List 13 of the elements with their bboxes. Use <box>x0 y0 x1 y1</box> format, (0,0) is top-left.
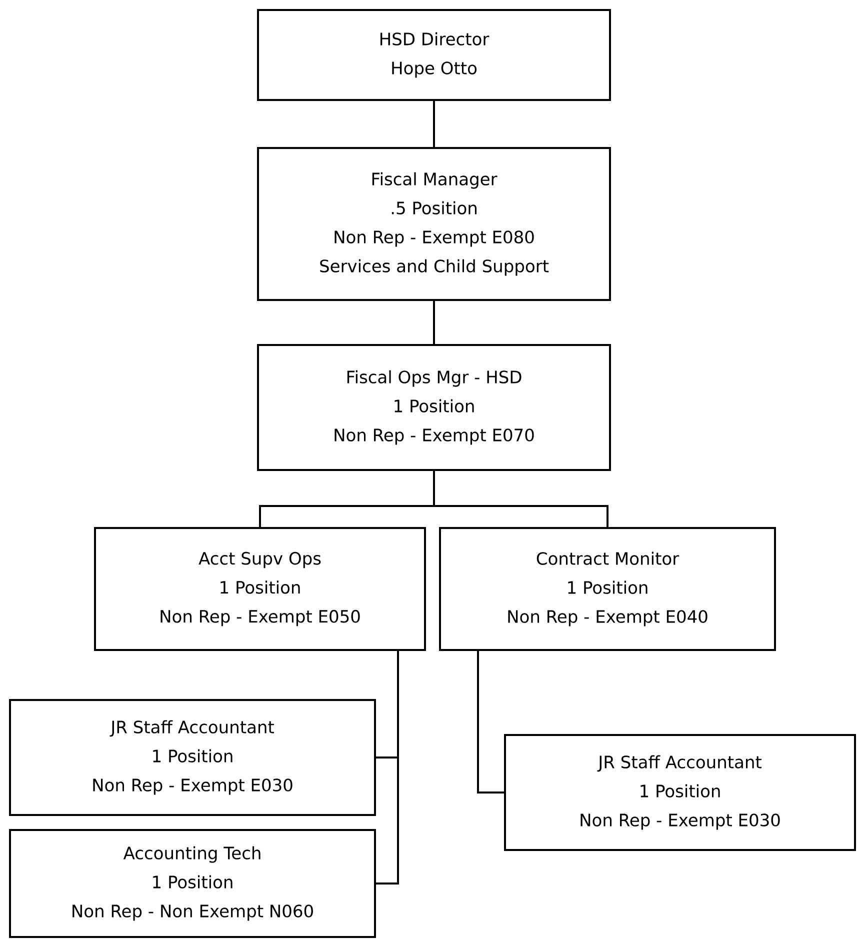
position-box: Contract Monitor 1 Position Non Rep - Exempt E040 <box>439 527 776 651</box>
position-box: Accounting Tech 1 Position Non Rep - Non Exempt N060 <box>9 829 376 938</box>
connector-line <box>433 101 435 147</box>
connector-line <box>376 650 399 884</box>
position-box: HSD Director Hope Otto <box>257 9 611 101</box>
connector-line <box>433 301 435 344</box>
position-box: Fiscal Ops Mgr - HSD 1 Position Non Rep - Exempt E070 <box>257 344 611 471</box>
position-box: Acct Supv Ops 1 Position Non Rep - Exempt E050 <box>94 527 426 651</box>
position-box: Fiscal Manager .5 Position Non Rep - Exempt E080 Services and Child Support <box>257 147 611 301</box>
connector-line <box>477 650 504 794</box>
connector-line <box>433 471 608 527</box>
position-box: JR Staff Accountant 1 Position Non Rep - Exempt E030 <box>9 699 376 816</box>
position-box: JR Staff Accountant 1 Position Non Rep - Exempt E030 <box>504 734 856 851</box>
